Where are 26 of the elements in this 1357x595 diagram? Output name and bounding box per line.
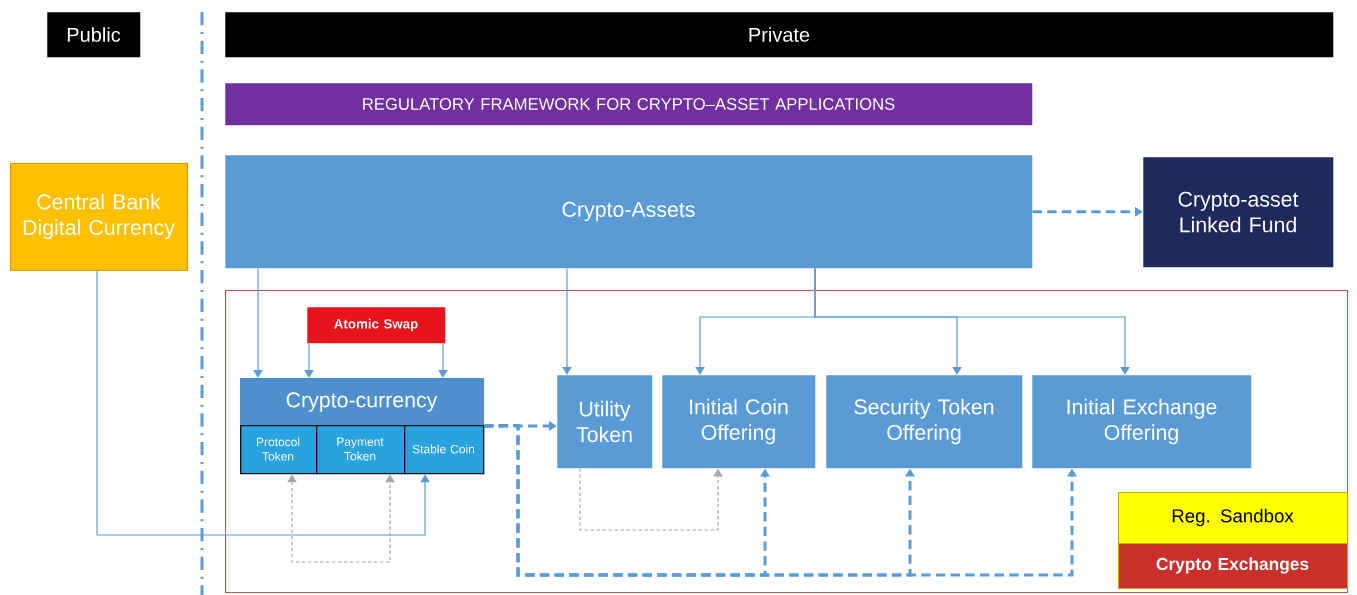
- tag-box: Atomic Swap: [307, 307, 446, 344]
- arrow: [562, 267, 572, 375]
- arrow: [304, 342, 314, 378]
- group-frame: [225, 290, 1349, 594]
- process-box: Central Bank Digital Currency: [10, 163, 189, 272]
- sub-box: Protocol Token: [240, 425, 318, 475]
- arrow: [579, 467, 723, 531]
- arrow: [484, 424, 1077, 577]
- process-box: Crypto-asset Linked Fund: [1143, 157, 1334, 268]
- arrow: [96, 270, 430, 536]
- process-box: Initial Coin Offering: [662, 375, 816, 469]
- process-box: Utility Token: [557, 375, 653, 469]
- header-bar: Private: [225, 12, 1334, 58]
- arrow: [438, 342, 448, 378]
- header-bar: Public: [47, 12, 141, 58]
- arrow: [814, 267, 1130, 375]
- sub-box: Stable Coin: [404, 425, 485, 475]
- sub-box: Payment Token: [316, 425, 406, 475]
- process-box: Initial Exchange Offering: [1032, 375, 1252, 469]
- process-box: Crypto-Assets: [225, 155, 1033, 269]
- banner: REGULATORY FRAMEWORK FOR CRYPTO–ASSET APPLICATIONS: [225, 83, 1033, 126]
- process-box: Security Token Offering: [826, 375, 1023, 469]
- arrow: [287, 474, 395, 563]
- sandbox-box: Reg. Sandbox: [1118, 492, 1349, 545]
- arrow: [253, 267, 263, 378]
- sandbox-box: Crypto Exchanges: [1118, 543, 1349, 590]
